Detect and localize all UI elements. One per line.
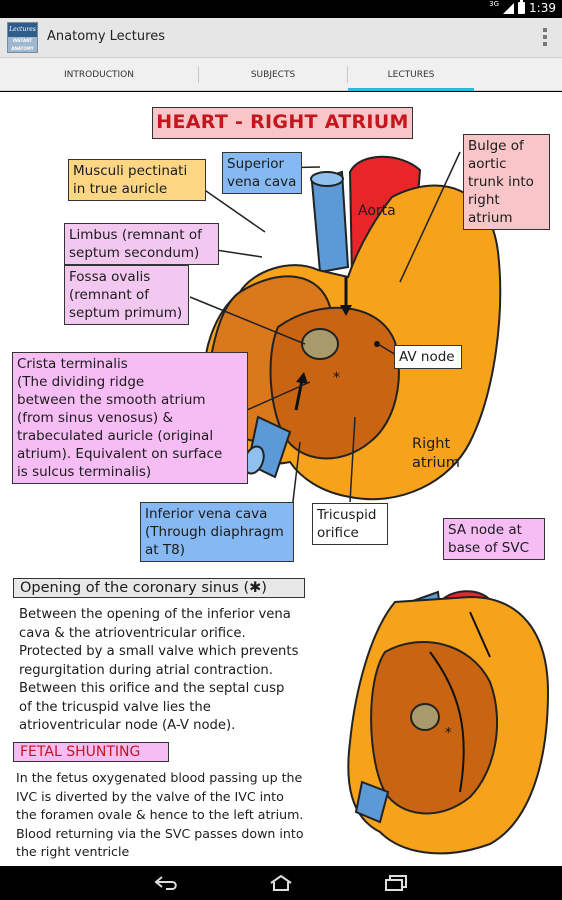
label-line: trabeculated auricle (original	[17, 428, 214, 444]
label-sa-node: SA node at base of SVC	[443, 518, 545, 560]
battery-icon	[518, 0, 526, 14]
text-line: Protected by a small valve which prevent…	[19, 644, 299, 659]
label-line: vena cava	[227, 174, 297, 190]
label-line: base of SVC	[448, 540, 530, 556]
text-line: cava & the atrioventricular orifice.	[19, 625, 246, 641]
clock: 1:39	[529, 1, 556, 15]
label-line: septum primum)	[69, 305, 183, 321]
coronary-sinus-text: Between the opening of the inferior vena…	[19, 606, 298, 736]
label-line: right	[468, 192, 500, 208]
label-inferior-vena-cava: Inferior vena cava (Through diaphragm at…	[140, 502, 294, 562]
label-line: septum secondum)	[69, 245, 200, 261]
coronary-sinus-header: Opening of the coronary sinus (✱)	[13, 578, 305, 598]
text-line: Between the opening of the inferior vena	[19, 607, 291, 622]
label-line: Limbus (remnant of	[69, 227, 202, 243]
tab-introduction[interactable]: INTRODUCTION	[64, 69, 134, 80]
label-fossa-ovalis: Fossa ovalis (remnant of septum primum)	[64, 265, 189, 325]
label-line: (The dividing ridge	[17, 374, 145, 390]
label-line: (from sinus venosus) &	[17, 410, 174, 426]
label-right-atrium: Right atrium	[412, 435, 460, 472]
label-line: Crista terminalis	[17, 356, 128, 372]
recents-icon[interactable]	[383, 875, 409, 891]
text-line: atrioventricular node (A-V node).	[19, 718, 236, 733]
tab-lectures[interactable]: LECTURES	[348, 58, 474, 91]
label-line: is sulcus terminalis)	[17, 464, 152, 480]
label-line: SA node at	[448, 522, 522, 538]
text-line: the foramen ovale & hence to the left at…	[16, 807, 304, 822]
label-line: at T8)	[145, 542, 185, 558]
network-type-label: 3G	[489, 0, 500, 8]
fetal-shunting-header: FETAL SHUNTING	[13, 742, 169, 762]
label-line: AV node	[399, 349, 455, 365]
status-bar: 3G 1:39	[0, 0, 562, 18]
label-line: Bulge of	[468, 138, 524, 154]
label-line: Tricuspid	[317, 507, 377, 523]
label-line: Musculi pectinati	[73, 163, 188, 179]
label-line: atrium). Equivalent on surface	[17, 446, 223, 462]
label-line: atrium	[468, 210, 513, 226]
text-line: In the fetus oxygenated blood passing up…	[16, 770, 303, 785]
app-title: Anatomy Lectures	[47, 29, 165, 44]
label-line: atrium	[412, 454, 460, 471]
diagram-title: HEART - RIGHT ATRIUM	[152, 107, 413, 139]
tab-divider	[198, 66, 199, 83]
svg-text:*: *	[445, 726, 452, 741]
label-aorta: Aorta	[358, 202, 396, 221]
text-line: Blood returning via the SVC passes down …	[16, 825, 304, 841]
fetal-shunting-text: In the fetus oxygenated blood passing up…	[16, 769, 304, 862]
text-line: the right ventricle	[16, 844, 130, 859]
label-tricuspid-orifice: Tricuspid orifice	[312, 503, 388, 545]
label-line: Aorta	[358, 203, 396, 219]
svg-text:*: *	[333, 370, 340, 386]
home-icon[interactable]	[268, 875, 294, 891]
label-limbus: Limbus (remnant of septum secondum)	[64, 223, 219, 265]
label-line: Inferior vena cava	[145, 506, 268, 522]
text-line: regurgitation during atrial contraction.	[19, 662, 273, 678]
text-line: Between this orifice and the septal cusp	[19, 681, 285, 696]
label-line: orifice	[317, 525, 359, 541]
lecture-content[interactable]: * * HEART - RIGHT ATRIUM Musculi pectina…	[0, 92, 562, 866]
fossa-ovalis-shape	[301, 328, 339, 360]
tab-divider	[347, 66, 348, 83]
navigation-bar	[0, 866, 562, 900]
text-line: IVC is diverted by the valve of the IVC …	[16, 788, 284, 804]
superior-vena-cava-shape	[310, 170, 350, 274]
label-musculi-pectinati: Musculi pectinati in true auricle	[68, 159, 206, 201]
tab-bar: INTRODUCTION SUBJECTS LECTURES	[0, 58, 562, 91]
label-line: Superior	[227, 156, 285, 172]
label-av-node: AV node	[394, 345, 462, 369]
action-bar: Lectures INSTANT ANATOMY Anatomy Lecture…	[0, 18, 562, 58]
label-crista-terminalis: Crista terminalis (The dividing ridge be…	[12, 352, 248, 484]
label-line: between the smooth atrium	[17, 392, 206, 408]
label-line: Right	[412, 436, 451, 452]
label-line: Fossa ovalis	[69, 269, 151, 285]
label-line: (remnant of	[69, 287, 149, 303]
app-icon[interactable]: Lectures INSTANT ANATOMY	[7, 22, 38, 53]
app-icon-text-bottom: INSTANT ANATOMY	[8, 37, 37, 52]
label-line: in true auricle	[73, 181, 168, 197]
label-bulge-aortic-trunk: Bulge of aortic trunk into right atrium	[463, 134, 550, 230]
app-icon-text-top: Lectures	[8, 23, 37, 37]
status-icons: 3G 1:39	[489, 0, 556, 15]
back-icon[interactable]	[154, 875, 180, 891]
label-line: aortic	[468, 156, 507, 172]
label-line: (Through diaphragm	[145, 524, 284, 540]
label-line: trunk into	[468, 174, 534, 190]
overflow-menu-icon[interactable]	[542, 28, 548, 48]
text-line: of the tricuspid valve lies the	[19, 699, 211, 715]
label-superior-vena-cava: Superior vena cava	[222, 152, 302, 194]
signal-icon	[503, 2, 515, 14]
tab-subjects[interactable]: SUBJECTS	[250, 69, 296, 80]
